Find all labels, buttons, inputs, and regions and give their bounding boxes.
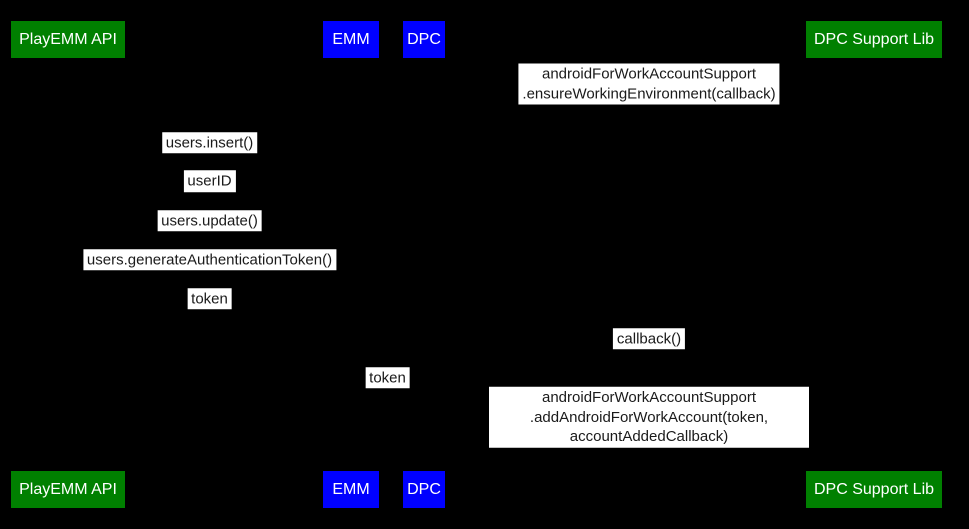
- actor-box-emm-top: EMM: [323, 21, 379, 58]
- actor-box-dpc-top: DPC: [403, 21, 445, 58]
- actor-label: PlayEMM API: [19, 30, 117, 48]
- message-label: androidForWorkAccountSupport .addAndroid…: [489, 386, 809, 448]
- message-label: userID: [183, 170, 236, 192]
- actor-box-playemm-api-bottom: PlayEMM API: [11, 471, 125, 508]
- message-label: token: [187, 287, 232, 310]
- actor-label: DPC: [407, 30, 441, 48]
- actor-label: DPC Support Lib: [813, 30, 935, 48]
- message-label: users.update(): [157, 209, 262, 232]
- actor-label: EMM: [332, 30, 370, 48]
- actor-label: DPC Support Lib: [813, 480, 935, 498]
- actor-box-dpc-support-lib-top: DPC Support Lib: [806, 21, 942, 58]
- actor-box-emm-bottom: EMM: [323, 471, 379, 508]
- actor-box-playemm-api-top: PlayEMM API: [11, 21, 125, 58]
- actor-box-dpc-bottom: DPC: [403, 471, 445, 508]
- actor-label: DPC: [407, 480, 441, 498]
- message-label: users.generateAuthenticationToken(): [82, 248, 337, 271]
- message-label: token: [365, 366, 410, 389]
- message-label: callback(): [612, 327, 686, 350]
- message-label: androidForWorkAccountSupport .ensureWork…: [518, 63, 780, 105]
- actor-label: EMM: [332, 480, 370, 498]
- actor-label: PlayEMM API: [19, 480, 117, 498]
- actor-box-dpc-support-lib-bottom: DPC Support Lib: [806, 471, 942, 508]
- message-label: users.insert(): [161, 131, 258, 154]
